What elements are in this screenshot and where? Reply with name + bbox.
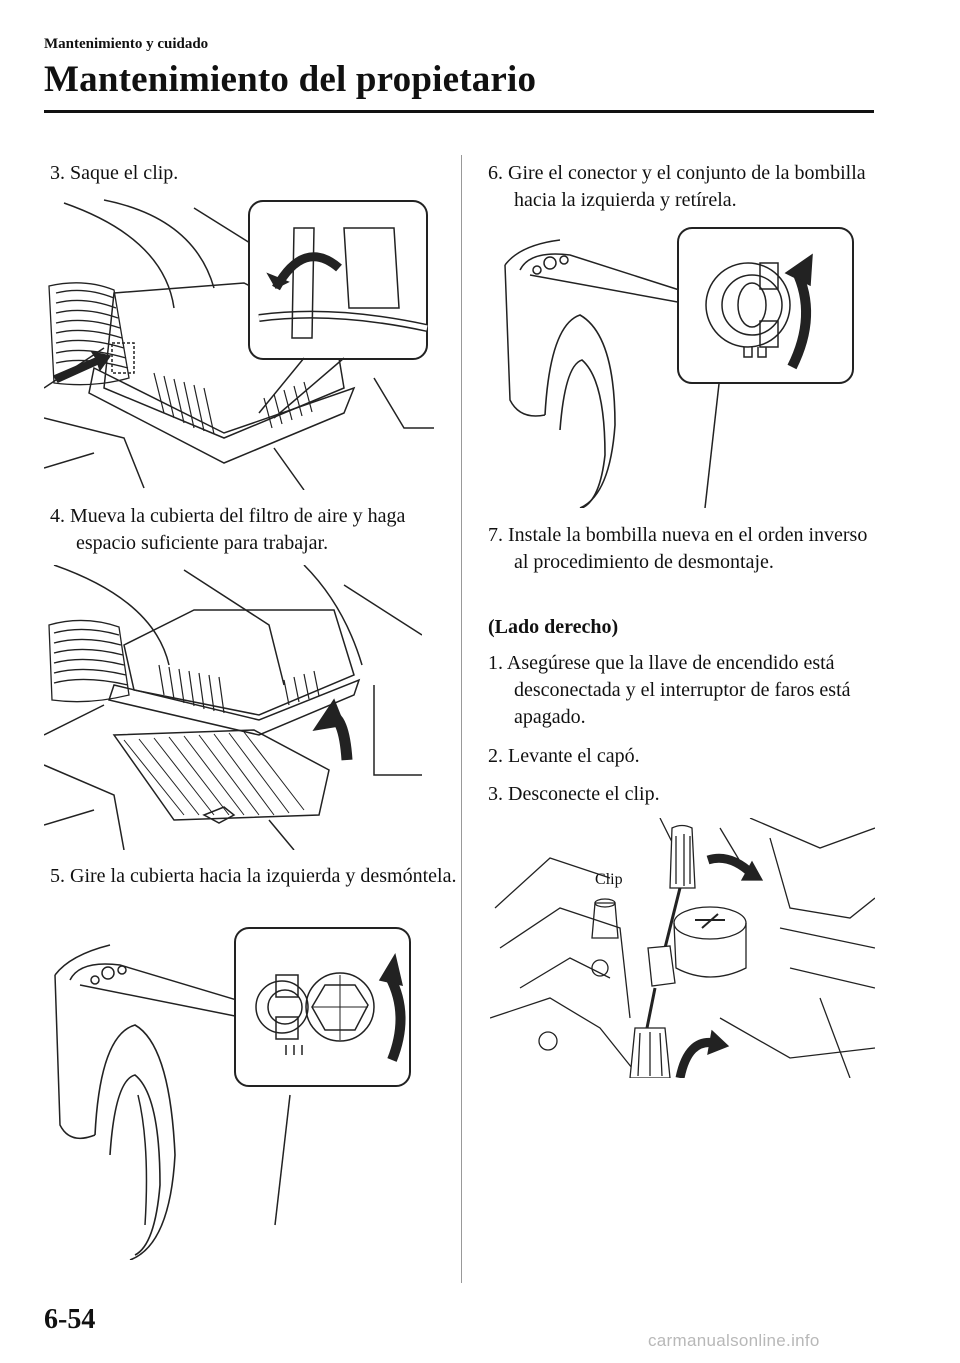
step-7-text: 7. Instale la bombilla nueva en el orden… [488,524,868,573]
r-step-1-text: 1. Asegúrese que la llave de encendido e… [488,652,851,728]
lado-derecho-heading: (Lado derecho) [488,616,619,638]
bulb-rotate-illustration [500,225,858,508]
step-4-text: 4. Mueva la cubierta del filtro de aire … [50,505,406,554]
air-filter-cover-lift-illustration [44,565,422,850]
clip-callout-label: Clip [595,871,623,888]
step-6-text: 6. Gire el conector y el conjunto de la … [488,162,866,211]
step-5-text: 5. Gire la cubierta hacia la izquierda y… [50,865,457,887]
step-3-text: 3. Saque el clip. [50,162,179,184]
page-number: 6-54 [44,1304,96,1335]
clip-disconnect-illustration: Clip [490,818,875,1078]
column-divider [461,155,462,1283]
page-title: Mantenimiento del propietario [44,59,537,100]
cover-rotate-illustration [50,925,415,1260]
section-label: Mantenimiento y cuidado [44,36,209,52]
air-filter-clip-illustration [44,198,434,490]
watermark: carmanualsonline.info [648,1331,820,1350]
r-step-3-text: 3. Desconecte el clip. [488,783,660,805]
title-rule [44,110,874,113]
r-step-2-text: 2. Levante el capó. [488,745,640,767]
